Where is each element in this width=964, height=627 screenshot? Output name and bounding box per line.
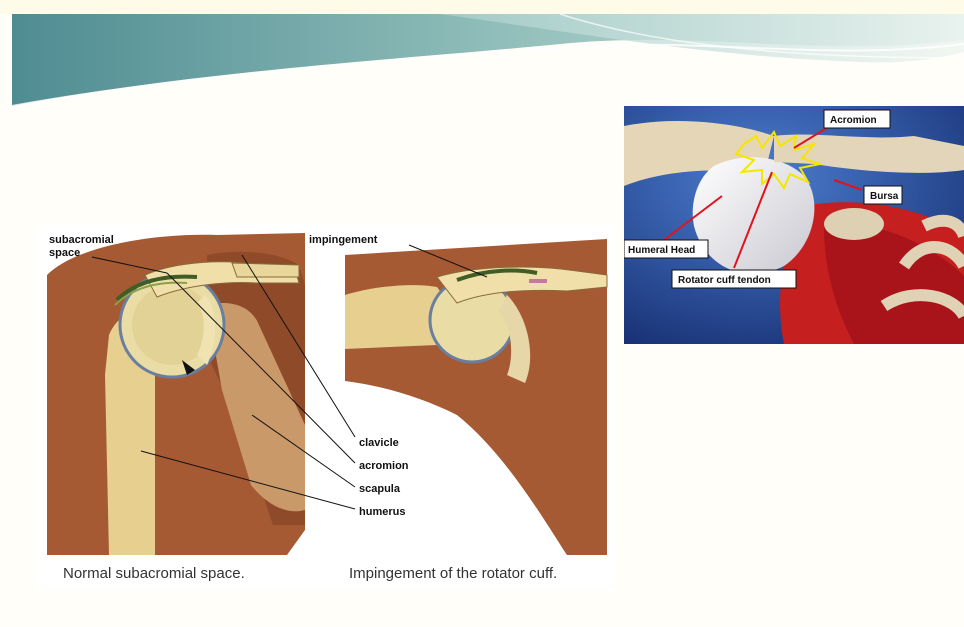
legend-humerus: humerus: [359, 506, 405, 518]
caption-normal: Normal subacromial space.: [63, 565, 245, 582]
callout-rotator-cuff: Rotator cuff tendon: [678, 275, 771, 286]
shoulder-anatomy-illustration: subacromial space impingement clavicle a…: [37, 225, 615, 590]
label-impingement: impingement: [309, 234, 378, 246]
callout-humeral-head: Humeral Head: [628, 245, 695, 256]
legend-scapula: scapula: [359, 483, 401, 495]
label-subacromial: subacromial: [49, 234, 114, 246]
legend-acromion: acromion: [359, 460, 409, 472]
header-wave-decoration: [0, 0, 964, 110]
caption-impingement: Impingement of the rotator cuff.: [349, 565, 557, 582]
legend-clavicle: clavicle: [359, 437, 399, 449]
callout-bursa: Bursa: [870, 191, 899, 202]
label-space: space: [49, 247, 80, 259]
normal-shoulder-panel: [47, 233, 305, 555]
rotator-cuff-render: Acromion Bursa Humeral Head Rotator cuff…: [624, 106, 964, 344]
callout-acromion: Acromion: [830, 115, 877, 126]
